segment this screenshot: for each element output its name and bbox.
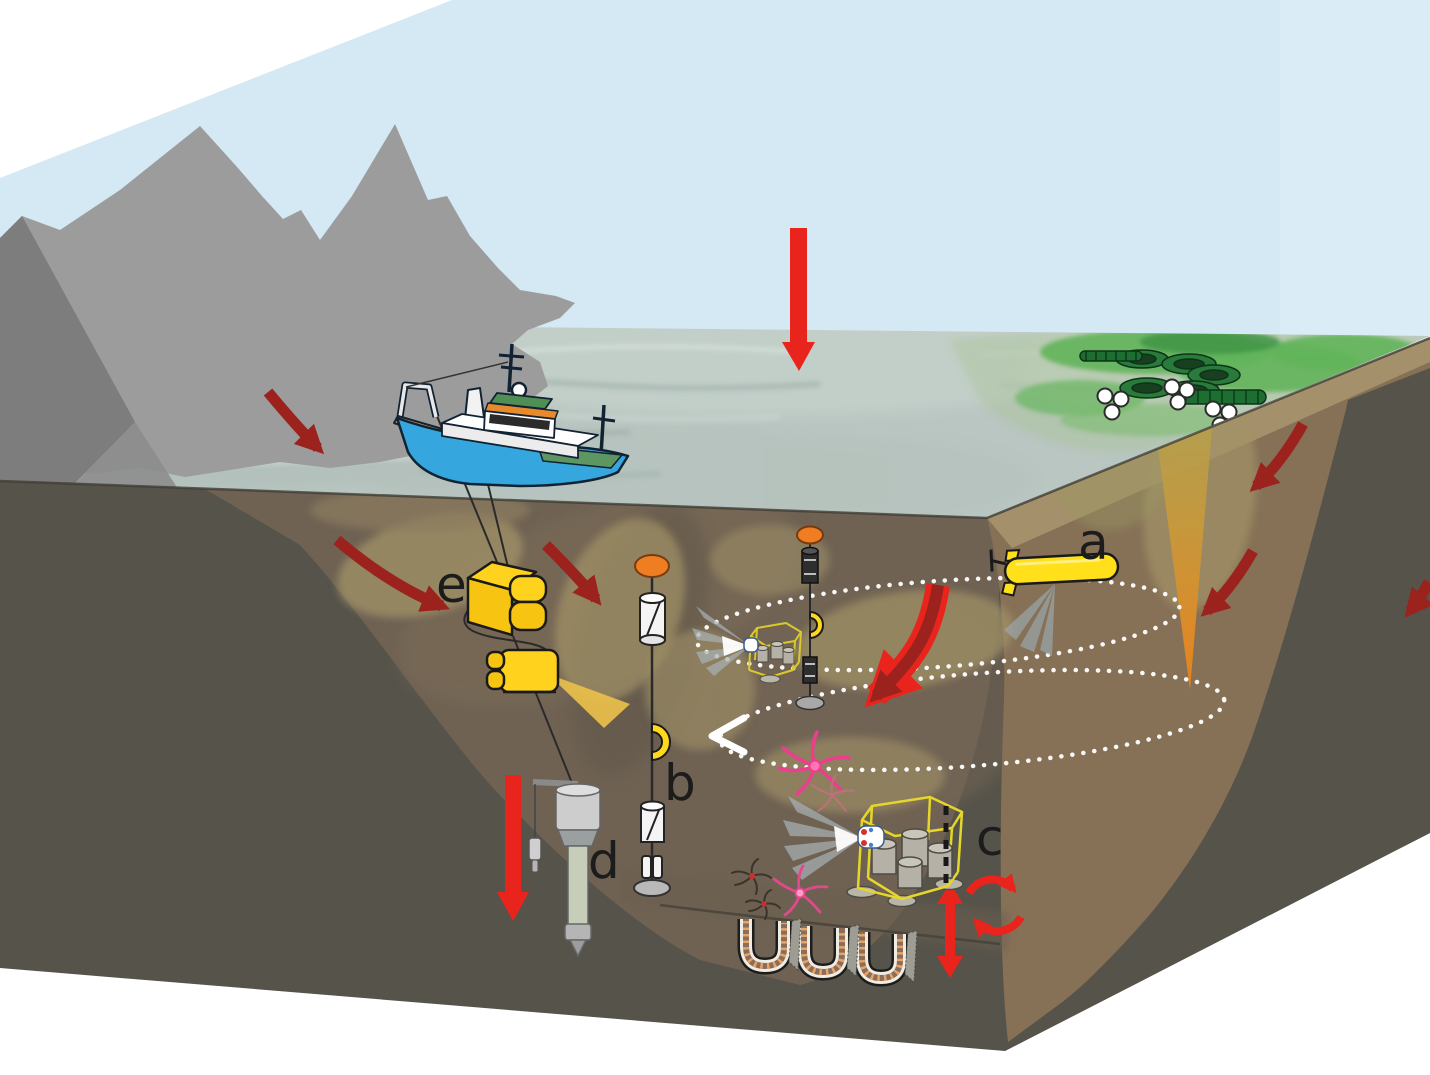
auv-survey-path <box>694 575 1227 773</box>
camera-icon <box>743 637 759 653</box>
release-icon <box>641 855 663 879</box>
deep-basin-wall <box>1005 368 1430 1051</box>
resuspension-cycle-arrow <box>965 873 1025 938</box>
rov-icon <box>485 648 560 694</box>
anchor-icon <box>633 879 671 897</box>
label-auv: a <box>1078 513 1109 571</box>
label-sediment-corer: d <box>588 832 620 890</box>
mooring-float-icon <box>634 554 670 578</box>
bridge <box>483 392 559 439</box>
rov-garage-icon <box>466 560 548 637</box>
deep-current-arrow <box>864 583 950 708</box>
sediment-trap-icon <box>639 592 666 646</box>
auv-sonar-beams <box>1004 584 1055 656</box>
gravity-corer-icon <box>555 783 601 958</box>
rov-system <box>463 560 630 728</box>
flotation-icon <box>651 722 671 762</box>
brittle-stars <box>731 730 856 920</box>
mini-lander <box>692 606 802 684</box>
aframe-icon <box>396 381 440 418</box>
rov-light-beam <box>548 674 630 728</box>
worm-burrows <box>737 918 918 987</box>
mountain-shadow-facet <box>0 216 135 560</box>
current-meter-icon <box>640 800 665 843</box>
research-vessel <box>393 343 630 488</box>
instrument-icon <box>801 546 819 584</box>
label-mooring: b <box>664 754 696 812</box>
auv <box>989 549 1120 656</box>
atmospheric-input-arrow <box>782 228 815 371</box>
ctd-probe-icon <box>528 837 542 873</box>
sediment-corer <box>528 779 601 958</box>
algae-bloom <box>950 330 1420 451</box>
farm-waste-plume <box>1152 402 1214 690</box>
survey-path-arrowhead-icon <box>708 714 748 756</box>
benthic-lander <box>783 795 964 908</box>
mooring-line-2 <box>795 525 825 711</box>
mooring-line-b <box>633 554 671 897</box>
slope-transport-arrows <box>263 388 1430 618</box>
deckhouse-front <box>441 422 579 459</box>
vertical-exchange-arrow <box>937 883 963 978</box>
lander-frame <box>856 795 964 901</box>
label-rov: e <box>436 556 467 614</box>
sinking-flux-arrow <box>497 775 529 921</box>
burrow-casts <box>788 918 918 984</box>
label-benthic-lander: c <box>976 809 1004 867</box>
mast-icon <box>498 343 616 456</box>
camera-icon <box>857 825 885 849</box>
